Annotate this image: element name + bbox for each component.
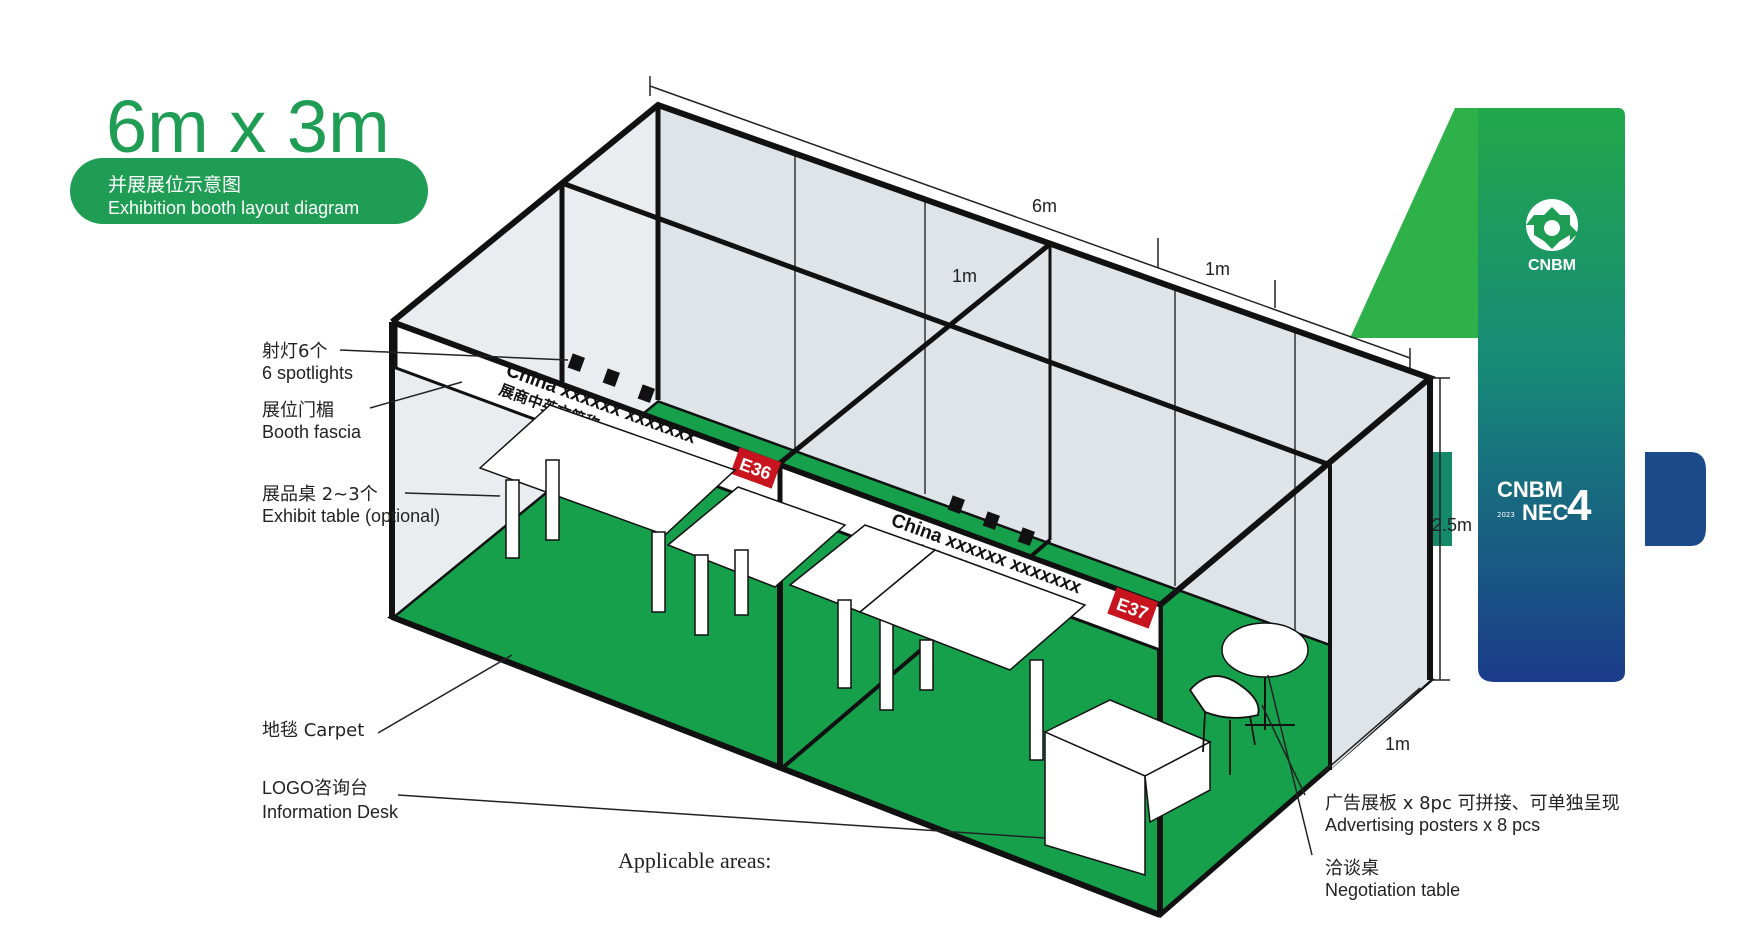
applicable-areas-label: Applicable areas:	[618, 848, 771, 873]
svg-text:Exhibit table (optional): Exhibit table (optional)	[262, 506, 440, 526]
exhibit-table-4	[858, 549, 1087, 761]
svg-text:展位门楣: 展位门楣	[262, 400, 334, 421]
brand-graphic: CNBM CNBM 2023 NEC 4	[1350, 108, 1706, 682]
dimension-module: 1m	[952, 266, 977, 286]
booth-badge-right: E37	[1107, 587, 1159, 629]
dimension-depth: 1m	[1385, 734, 1410, 754]
dimension-length: 6m	[1032, 196, 1057, 216]
brand-crossbar-right	[1645, 452, 1706, 546]
cnbm-logo: CNBM	[1526, 199, 1578, 274]
svg-text:LOGO咨询台: LOGO咨询台	[262, 778, 368, 798]
svg-text:Booth fascia: Booth fascia	[262, 422, 362, 442]
event-logo: CNBM 2023 NEC 4	[1497, 477, 1592, 530]
svg-text:射灯6个: 射灯6个	[262, 341, 327, 362]
title-pill: 并展展位示意图 Exhibition booth layout diagram	[70, 158, 428, 224]
callout-fascia: 展位门楣 Booth fascia	[262, 400, 362, 442]
svg-text:展品桌 2~3个: 展品桌 2~3个	[262, 484, 378, 505]
callout-spotlights: 射灯6个 6 spotlights	[262, 341, 353, 383]
negotiation-chair	[1188, 675, 1260, 775]
spotlights	[567, 353, 1035, 546]
svg-text:地毯 Carpet: 地毯 Carpet	[262, 720, 364, 741]
svg-text:Negotiation table: Negotiation table	[1325, 880, 1460, 900]
svg-text:广告展板 x 8pc 可拼接、可单独呈现: 广告展板 x 8pc 可拼接、可单独呈现	[1325, 793, 1620, 814]
callout-negotiation-table: 洽谈桌 Negotiation table	[1325, 858, 1460, 900]
negotiation-table	[1221, 622, 1309, 730]
callout-exhibit-table: 展品桌 2~3个 Exhibit table (optional)	[262, 484, 440, 526]
dimension-height: 2.5m	[1432, 515, 1472, 535]
page-title: 6m x 3m	[106, 85, 390, 168]
callout-information-desk: LOGO咨询台 Information Desk	[262, 778, 399, 822]
back-wall	[658, 105, 1430, 680]
svg-text:Information Desk: Information Desk	[262, 802, 399, 822]
svg-text:6 spotlights: 6 spotlights	[262, 363, 353, 383]
title-pill-en: Exhibition booth layout diagram	[108, 198, 359, 218]
event-logo-bottom: NEC	[1522, 500, 1569, 525]
title-pill-cn: 并展展位示意图	[108, 174, 241, 196]
dimension-module-top: 1m	[1205, 259, 1230, 279]
exhibit-table-1	[478, 404, 737, 613]
right-end-wall	[1330, 378, 1430, 770]
exhibit-table-2	[666, 486, 847, 636]
event-logo-number: 4	[1567, 481, 1592, 530]
svg-text:Advertising posters x 8 pcs: Advertising posters x 8 pcs	[1325, 815, 1540, 835]
booth-badge-left: E36	[730, 447, 782, 489]
leader-lines	[339, 349, 1313, 856]
booth-structure: China xxxxxx xxxxxxx 展商中英文简称 E36 China x…	[387, 101, 1436, 918]
brand-four-bar	[1478, 108, 1625, 682]
cnbm-logo-text: CNBM	[1528, 257, 1576, 274]
information-desk	[1043, 699, 1212, 877]
svg-text:洽谈桌: 洽谈桌	[1325, 858, 1379, 879]
dimension-lines	[649, 76, 1450, 776]
left-end-wall	[392, 105, 658, 617]
exhibit-table-3	[788, 524, 937, 711]
callout-carpet: 地毯 Carpet	[262, 720, 364, 741]
event-logo-top: CNBM	[1497, 477, 1563, 502]
event-logo-year: 2023	[1497, 511, 1515, 519]
callout-posters: 广告展板 x 8pc 可拼接、可单独呈现 Advertising posters…	[1325, 793, 1620, 835]
